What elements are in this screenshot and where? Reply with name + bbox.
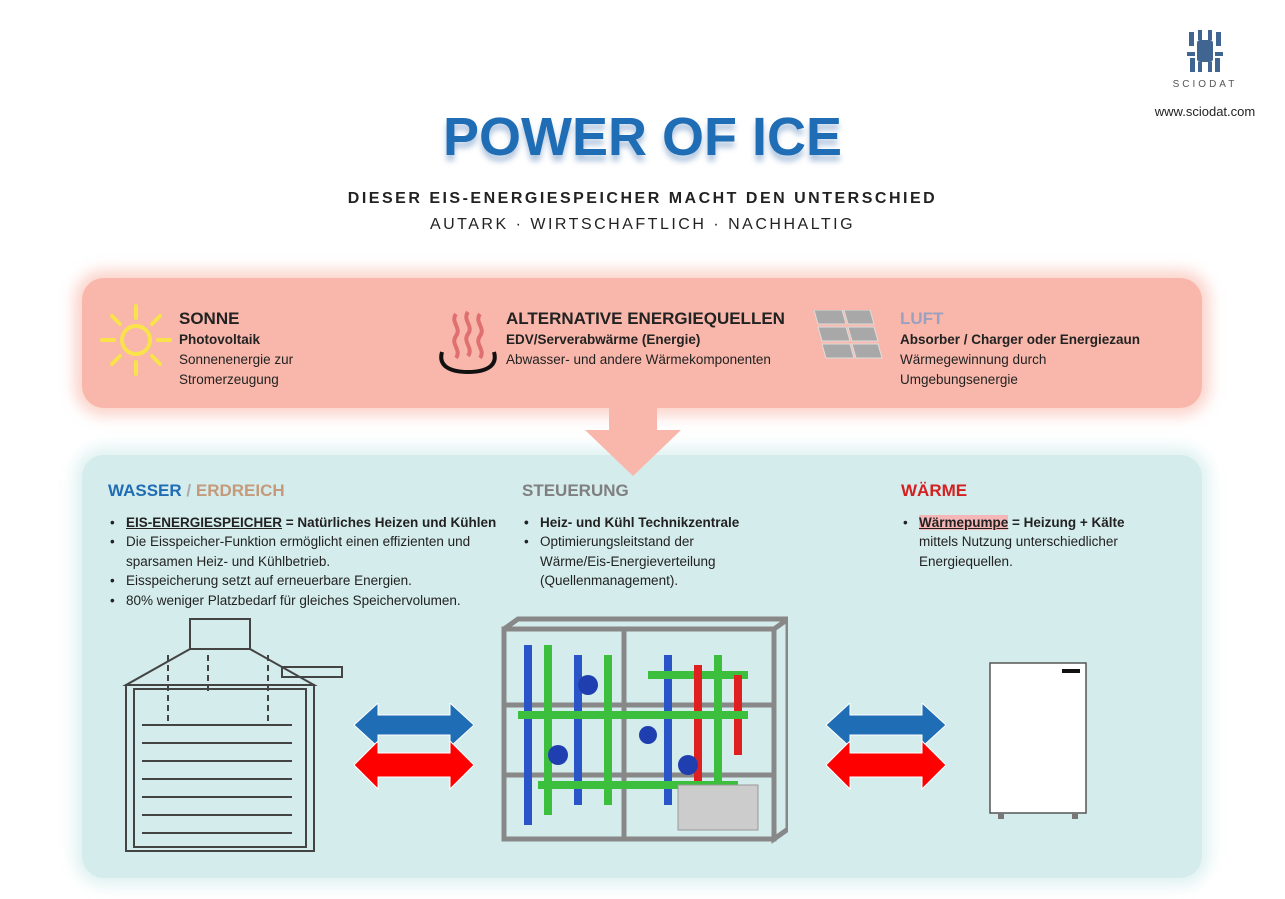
source-text: Umgebungsenergie xyxy=(900,372,1018,387)
ice-storage-tank-drawing xyxy=(122,618,343,852)
title-steuerung: STEUERUNG xyxy=(522,481,629,500)
source-text: Wärmegewinnung durch xyxy=(900,352,1047,367)
highlight-term: Wärmepumpe xyxy=(919,514,1009,530)
title-waerme: WÄRME xyxy=(901,481,968,500)
bidirectional-arrows-left xyxy=(354,703,474,791)
down-arrow-icon xyxy=(585,398,681,476)
source-text: Sonnenenergie zur xyxy=(179,352,294,367)
bold-text: = Natürliches Heizen und Kühlen xyxy=(282,514,497,530)
column-wasser: WASSER / ERDREICH EIS-ENERGIESPEICHER = … xyxy=(108,481,508,610)
highlight-term: EIS-ENERGIESPEICHER xyxy=(126,514,283,530)
bidirectional-arrows-right xyxy=(826,703,946,791)
source-title: ALTERNATIVE ENERGIEQUELLEN xyxy=(506,309,785,328)
source-title: LUFT xyxy=(900,309,944,328)
heat-icon xyxy=(439,310,497,374)
list-item: Heiz- und Kühl Technikzentrale xyxy=(522,513,762,533)
sciodat-logo: SCIODAT www.sciodat.com xyxy=(1150,30,1260,119)
list-item: Wärmepumpe = Heizung + Kälte mittels Nutz… xyxy=(901,513,1141,572)
tagline: AUTARK · WIRTSCHAFTLICH · NACHHALTIG xyxy=(429,216,856,233)
subtitle: DIESER EIS-ENERGIESPEICHER MACHT DEN UNT… xyxy=(347,190,938,207)
title-erdreich: ERDREICH xyxy=(195,481,285,500)
source-subtitle: Absorber / Charger oder Energiezaun xyxy=(900,332,1141,347)
source-subtitle: EDV/Serverabwärme (Energie) xyxy=(506,332,701,347)
page-title: POWER OF ICE xyxy=(442,107,842,167)
list-item: EIS-ENERGIESPEICHER = Natürliches Heizen… xyxy=(108,513,508,533)
list-item: Eisspeicherung setzt auf erneuerbare Ene… xyxy=(108,571,508,591)
list-item: Optimierungsleitstand der Wärme/Eis-Ener… xyxy=(522,532,762,591)
source-luft: LUFT Absorber / Charger oder Energiezaun… xyxy=(900,308,1140,390)
list-item: 80% weniger Platzbedarf für gleiches Spe… xyxy=(108,591,508,611)
sun-icon xyxy=(100,304,172,376)
column-steuerung: STEUERUNG Heiz- und Kühl Technikzentrale… xyxy=(522,481,762,591)
list-item: Die Eisspeicher-Funktion ermöglicht eine… xyxy=(108,532,508,571)
technical-center-drawing xyxy=(501,616,788,844)
energy-sources-panel: SONNE Photovoltaik Sonnenenergie zur Str… xyxy=(82,278,1202,408)
source-title: SONNE xyxy=(179,309,240,328)
source-alternative: ALTERNATIVE ENERGIEQUELLEN EDV/Serverabw… xyxy=(506,308,785,370)
website-link[interactable]: www.sciodat.com xyxy=(1154,104,1256,119)
list-text: mittels Nutzung unterschiedlicher Energi… xyxy=(919,534,1118,569)
source-subtitle: Photovoltaik xyxy=(179,332,261,347)
title-wasser: WASSER xyxy=(108,481,182,500)
system-panel: WASSER / ERDREICH EIS-ENERGIESPEICHER = … xyxy=(82,455,1202,878)
title-separator: / xyxy=(181,481,196,500)
solar-panel-icon xyxy=(814,310,883,359)
bold-text: = Heizung + Kälte xyxy=(1008,514,1125,530)
source-text: Stromerzeugung xyxy=(179,372,279,387)
source-text: Abwasser- und andere Wärmekomponenten xyxy=(506,352,771,367)
heat-pump-drawing xyxy=(989,662,1087,819)
spider-logo-icon xyxy=(1187,30,1223,72)
column-waerme: WÄRME Wärmepumpe = Heizung + Kälte mittel… xyxy=(901,481,1141,571)
logo-brand: SCIODAT xyxy=(1172,79,1238,90)
source-sonne: SONNE Photovoltaik Sonnenenergie zur Str… xyxy=(179,308,293,390)
